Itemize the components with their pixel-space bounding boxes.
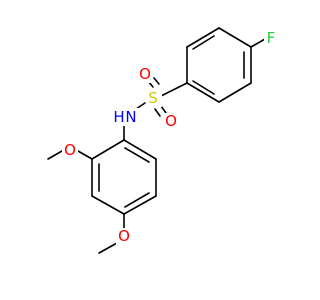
fluorine-label: F (267, 29, 276, 47)
atom-labels: F S O O H N O O (62, 29, 278, 245)
bond-ring1-c2-c3 (218, 82, 252, 103)
methoxy-oxygen-para-label: O (118, 227, 130, 245)
bonds (47, 27, 266, 254)
bond-c-o-ortho (77, 150, 93, 160)
bond-s-o1-b (153, 77, 160, 85)
amide-nitrogen-label: N (125, 108, 136, 126)
sulfur-label: S (148, 89, 158, 107)
atom-sulfonyl-oxygen-1: O (137, 65, 153, 83)
bond-c-s (160, 82, 188, 97)
atom-methoxy-oxygen-para: O (116, 227, 132, 245)
amide-nitrogen-h-label: H (113, 108, 124, 126)
bond-s-o2-b (154, 108, 161, 117)
bond-s-o2-a (160, 105, 167, 114)
bond-ring2-c3-c4 (123, 195, 157, 215)
bond-ring2-c4-c5 (91, 195, 125, 215)
bond-ring1-c5-c6 (186, 27, 220, 48)
bond-o-ch3-para (98, 242, 118, 254)
bond-ring2-inner-a (124, 147, 150, 163)
atom-sulfonyl-oxygen-2: O (163, 112, 179, 130)
sulfonyl-oxygen-1-label: O (139, 65, 151, 83)
bond-ring1-inner-c (192, 35, 215, 50)
bond-ring1-c6-c1 (218, 27, 252, 48)
methoxy-oxygen-ortho-label: O (64, 141, 76, 159)
bond-c-f (250, 38, 266, 48)
bond-ring2-inner-b (124, 192, 150, 208)
molecule-structure: F S O O H N O O (47, 27, 278, 254)
atom-methoxy-oxygen-ortho: O (62, 141, 78, 159)
atom-amide-nitrogen: H N (113, 108, 145, 126)
bond-ring1-c3-c4 (186, 82, 220, 103)
bond-ring2-c6-c1 (91, 139, 125, 160)
bond-ring2-c1-c2 (123, 139, 157, 160)
bond-o-ch3-ortho (47, 150, 63, 160)
atom-sulfur: S (146, 89, 162, 107)
sulfonyl-oxygen-2-label: O (165, 112, 177, 130)
bond-ring1-inner-b (192, 80, 215, 95)
atom-fluorine: F (264, 29, 278, 48)
